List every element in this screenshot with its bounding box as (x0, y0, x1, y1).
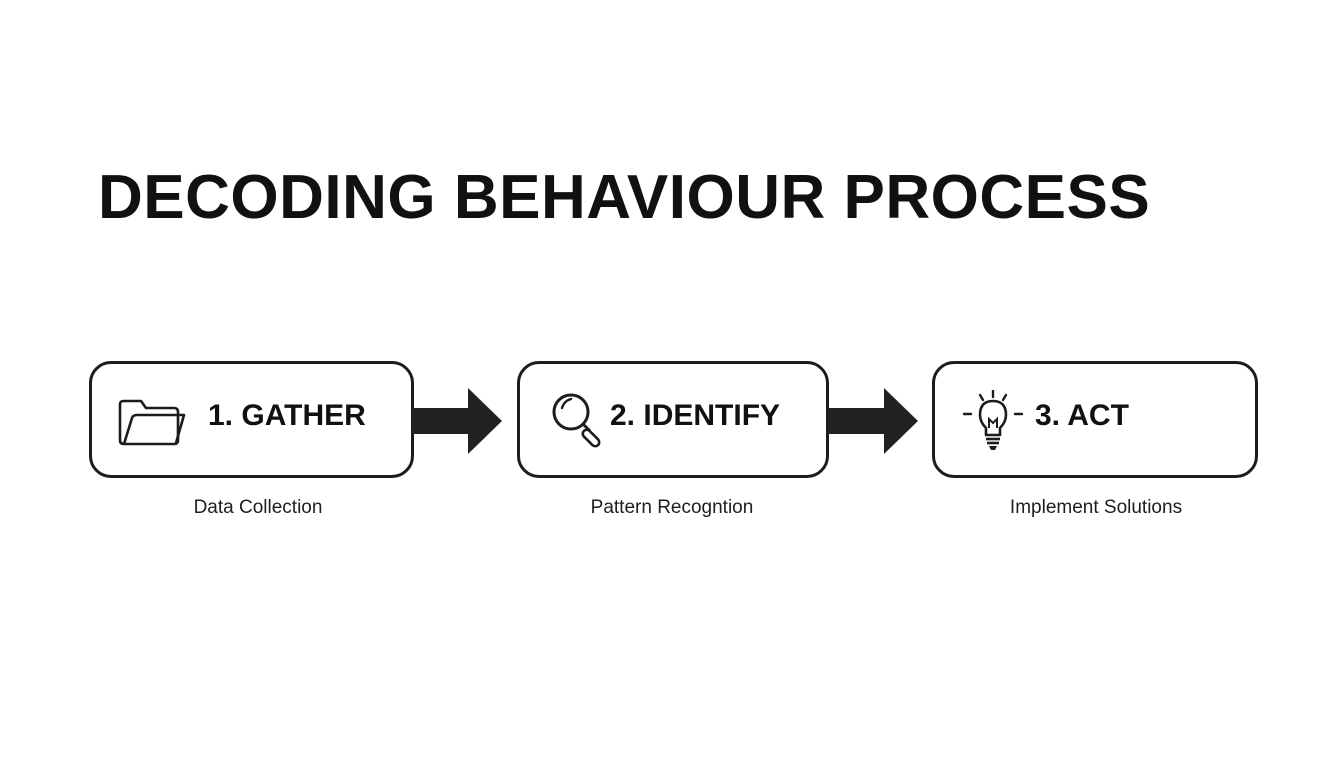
step-caption: Implement Solutions (1009, 497, 1183, 518)
step-label: 1. GATHER (208, 399, 366, 432)
step-caption: Data Collection (193, 497, 323, 518)
right-arrow-icon (828, 388, 918, 454)
lightbulb-icon (962, 390, 1024, 450)
step-label: 3. ACT (1035, 399, 1129, 432)
diagram-title: DECODING BEHAVIOUR PROCESS (98, 163, 1151, 232)
step-gather-box: 1. GATHER (89, 361, 414, 478)
step-act-box: 3. ACT (932, 361, 1258, 478)
step-identify-box: 2. IDENTIFY (517, 361, 829, 478)
step-caption: Pattern Recogntion (590, 497, 754, 518)
step-label: 2. IDENTIFY (610, 399, 781, 432)
magnifier-icon (552, 393, 601, 448)
right-arrow-icon (412, 388, 502, 454)
folder-icon (118, 399, 186, 446)
